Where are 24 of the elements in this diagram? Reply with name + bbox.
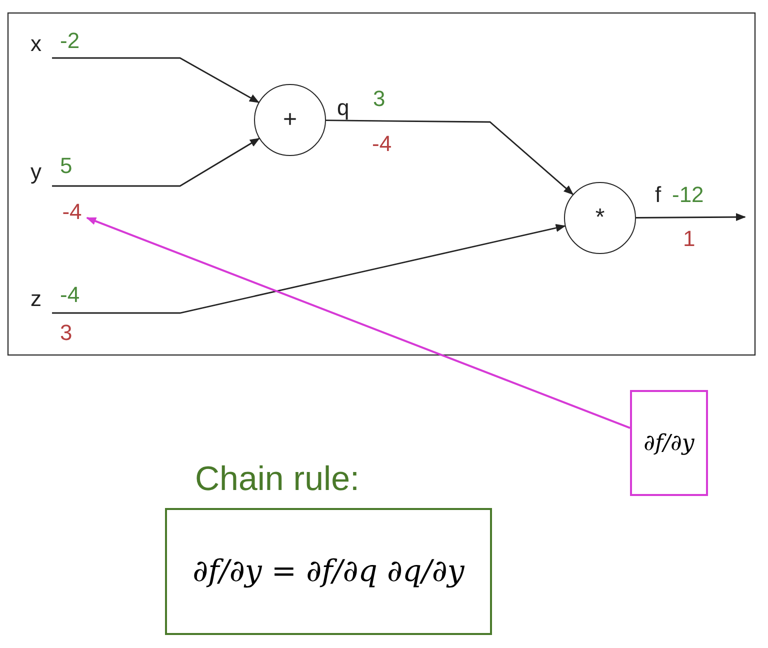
gradient-value: -4 bbox=[57, 200, 87, 224]
arrow bbox=[52, 224, 566, 314]
formula: ∂f/∂y bbox=[644, 430, 694, 456]
forward-value: -12 bbox=[672, 184, 704, 206]
arrow bbox=[52, 138, 260, 187]
formula: ∂f/∂y = ∂f/∂q ∂q/∂y bbox=[192, 554, 464, 589]
gradient-value: 1 bbox=[683, 228, 696, 250]
variable-label: x bbox=[28, 32, 44, 56]
arrow bbox=[86, 216, 630, 429]
operator-circle: + bbox=[254, 84, 326, 156]
forward-value: -2 bbox=[60, 30, 80, 52]
operator-circle: * bbox=[564, 182, 636, 254]
forward-value: -4 bbox=[60, 284, 80, 306]
formula-box bbox=[630, 390, 708, 496]
gradient-value: -4 bbox=[372, 133, 392, 155]
arrow bbox=[326, 120, 574, 195]
variable-label: z bbox=[28, 287, 44, 311]
variable-label: y bbox=[28, 160, 44, 184]
forward-value: 5 bbox=[60, 155, 72, 177]
arrow bbox=[636, 213, 746, 222]
arrow bbox=[52, 57, 260, 103]
chain-rule-heading: Chain rule: bbox=[195, 462, 360, 496]
forward-value: 3 bbox=[60, 322, 72, 344]
forward-value: 3 bbox=[373, 88, 386, 110]
